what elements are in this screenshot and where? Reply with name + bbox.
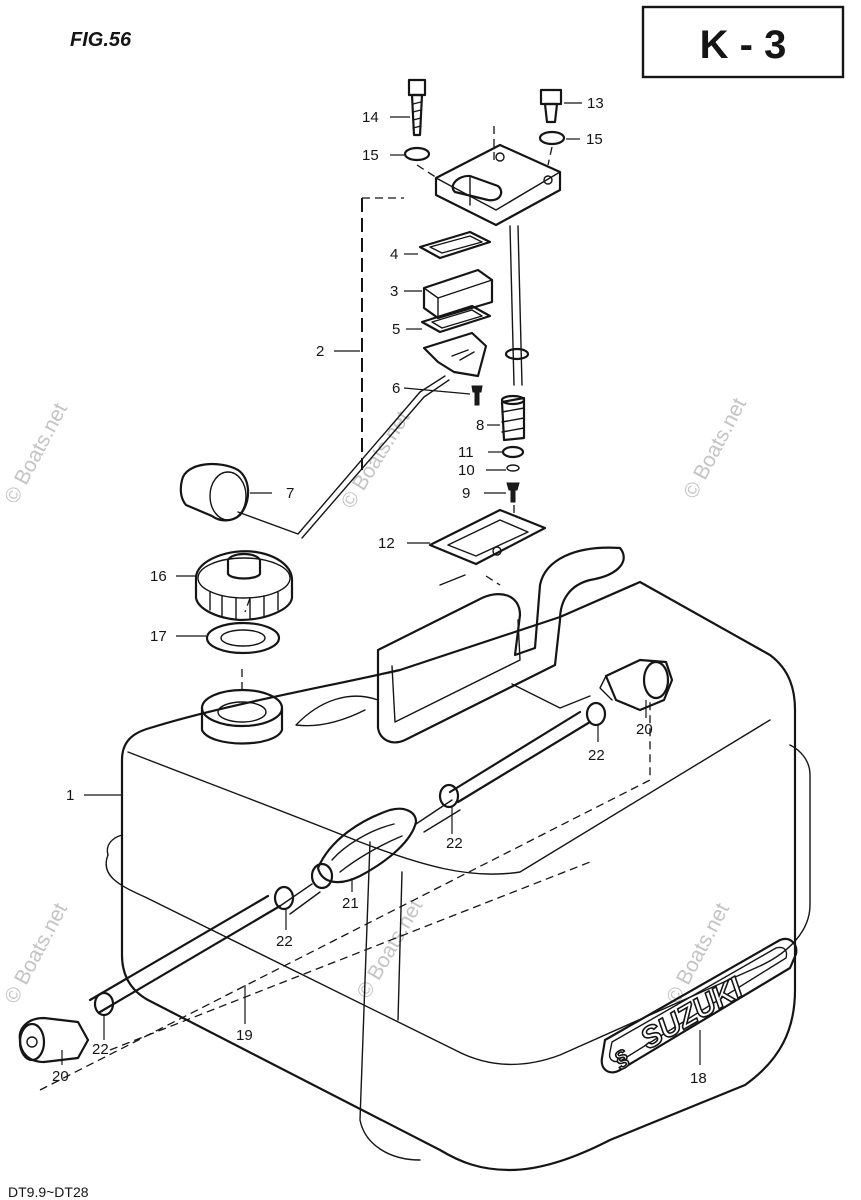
- page-code: K - 3: [700, 23, 787, 67]
- connector-tank-side: [18, 1016, 90, 1064]
- fuel-hose: [88, 710, 592, 1014]
- callouts: 1 2 3 4 5 6 7 8 9 10 11 12 13 14 15 15 1…: [52, 95, 707, 1087]
- callout-19: 19: [236, 1027, 253, 1044]
- gauge-gasket-lower: [420, 304, 492, 334]
- connector-engine-side: [599, 658, 674, 712]
- callout-2: 2: [316, 343, 324, 360]
- callout-9: 9: [462, 485, 470, 502]
- clip-3: [273, 885, 295, 911]
- watermark-left-lower: © Boats.net: [0, 899, 72, 1007]
- callout-17: 17: [150, 628, 167, 645]
- gauge-rod: [509, 225, 523, 386]
- callout-18: 18: [690, 1070, 707, 1087]
- gauge-mechanism: [422, 331, 488, 378]
- callout-22-d: 22: [92, 1041, 109, 1058]
- leader-lines: [61, 102, 701, 1065]
- tank-handle: [295, 546, 625, 744]
- callout-11: 11: [458, 444, 474, 461]
- callout-21: 21: [342, 895, 359, 912]
- float-arm: [237, 375, 450, 539]
- callout-22-b: 22: [446, 835, 463, 852]
- gauge-case: [422, 268, 494, 320]
- watermarks: © Boats.net © Boats.net © Boats.net © Bo…: [0, 394, 751, 1007]
- clip-4: [93, 991, 115, 1017]
- callout-15-right: 15: [586, 131, 603, 148]
- cap-gasket: [205, 621, 281, 655]
- callout-16: 16: [150, 568, 167, 585]
- gauge-top-flange: [434, 143, 562, 227]
- figure-title: FIG.56: [70, 29, 132, 51]
- callout-1: 1: [66, 787, 74, 804]
- callout-3: 3: [390, 283, 398, 300]
- clip-1: [585, 701, 607, 727]
- bolt-short: [539, 88, 563, 124]
- callout-10: 10: [458, 462, 475, 479]
- bolt-long: [407, 78, 427, 137]
- tank-cap: [194, 550, 294, 622]
- clip-2: [438, 783, 460, 809]
- callout-20-tank: 20: [52, 1068, 69, 1085]
- watermark-center: © Boats.net: [337, 407, 415, 513]
- watermark-left-upper: © Boats.net: [0, 399, 72, 507]
- o-ring: [501, 445, 525, 459]
- gauge-base-gasket: [428, 508, 547, 566]
- emblem-s-logo: §: [609, 1044, 634, 1073]
- watermark-right-upper: © Boats.net: [679, 394, 751, 502]
- washer-right: [538, 130, 566, 146]
- callout-8: 8: [476, 417, 484, 434]
- callout-14: 14: [362, 109, 379, 126]
- washer: [506, 464, 520, 472]
- callout-13: 13: [587, 95, 604, 112]
- gauge-gasket-upper: [418, 230, 492, 260]
- callout-20-engine: 20: [636, 721, 653, 738]
- alignment-lines: [39, 126, 651, 1091]
- primer-bulb: [310, 807, 418, 890]
- model-range: DT9.9~DT28: [8, 1184, 89, 1200]
- float: [179, 463, 250, 522]
- callout-5: 5: [392, 321, 400, 338]
- callout-15-left: 15: [362, 147, 379, 164]
- callout-22-c: 22: [276, 933, 293, 950]
- callout-4: 4: [390, 246, 398, 263]
- gauge-screw: [471, 385, 483, 406]
- screw: [506, 482, 520, 503]
- callout-7: 7: [286, 485, 294, 502]
- fuel-outlet-filter: [500, 394, 526, 442]
- washer-left: [403, 146, 431, 162]
- gauge-rod-collar: [504, 347, 530, 361]
- callout-12: 12: [378, 535, 395, 552]
- callout-6: 6: [392, 380, 400, 397]
- page-code-box: K - 3: [641, 5, 845, 79]
- callout-22-a: 22: [588, 747, 605, 764]
